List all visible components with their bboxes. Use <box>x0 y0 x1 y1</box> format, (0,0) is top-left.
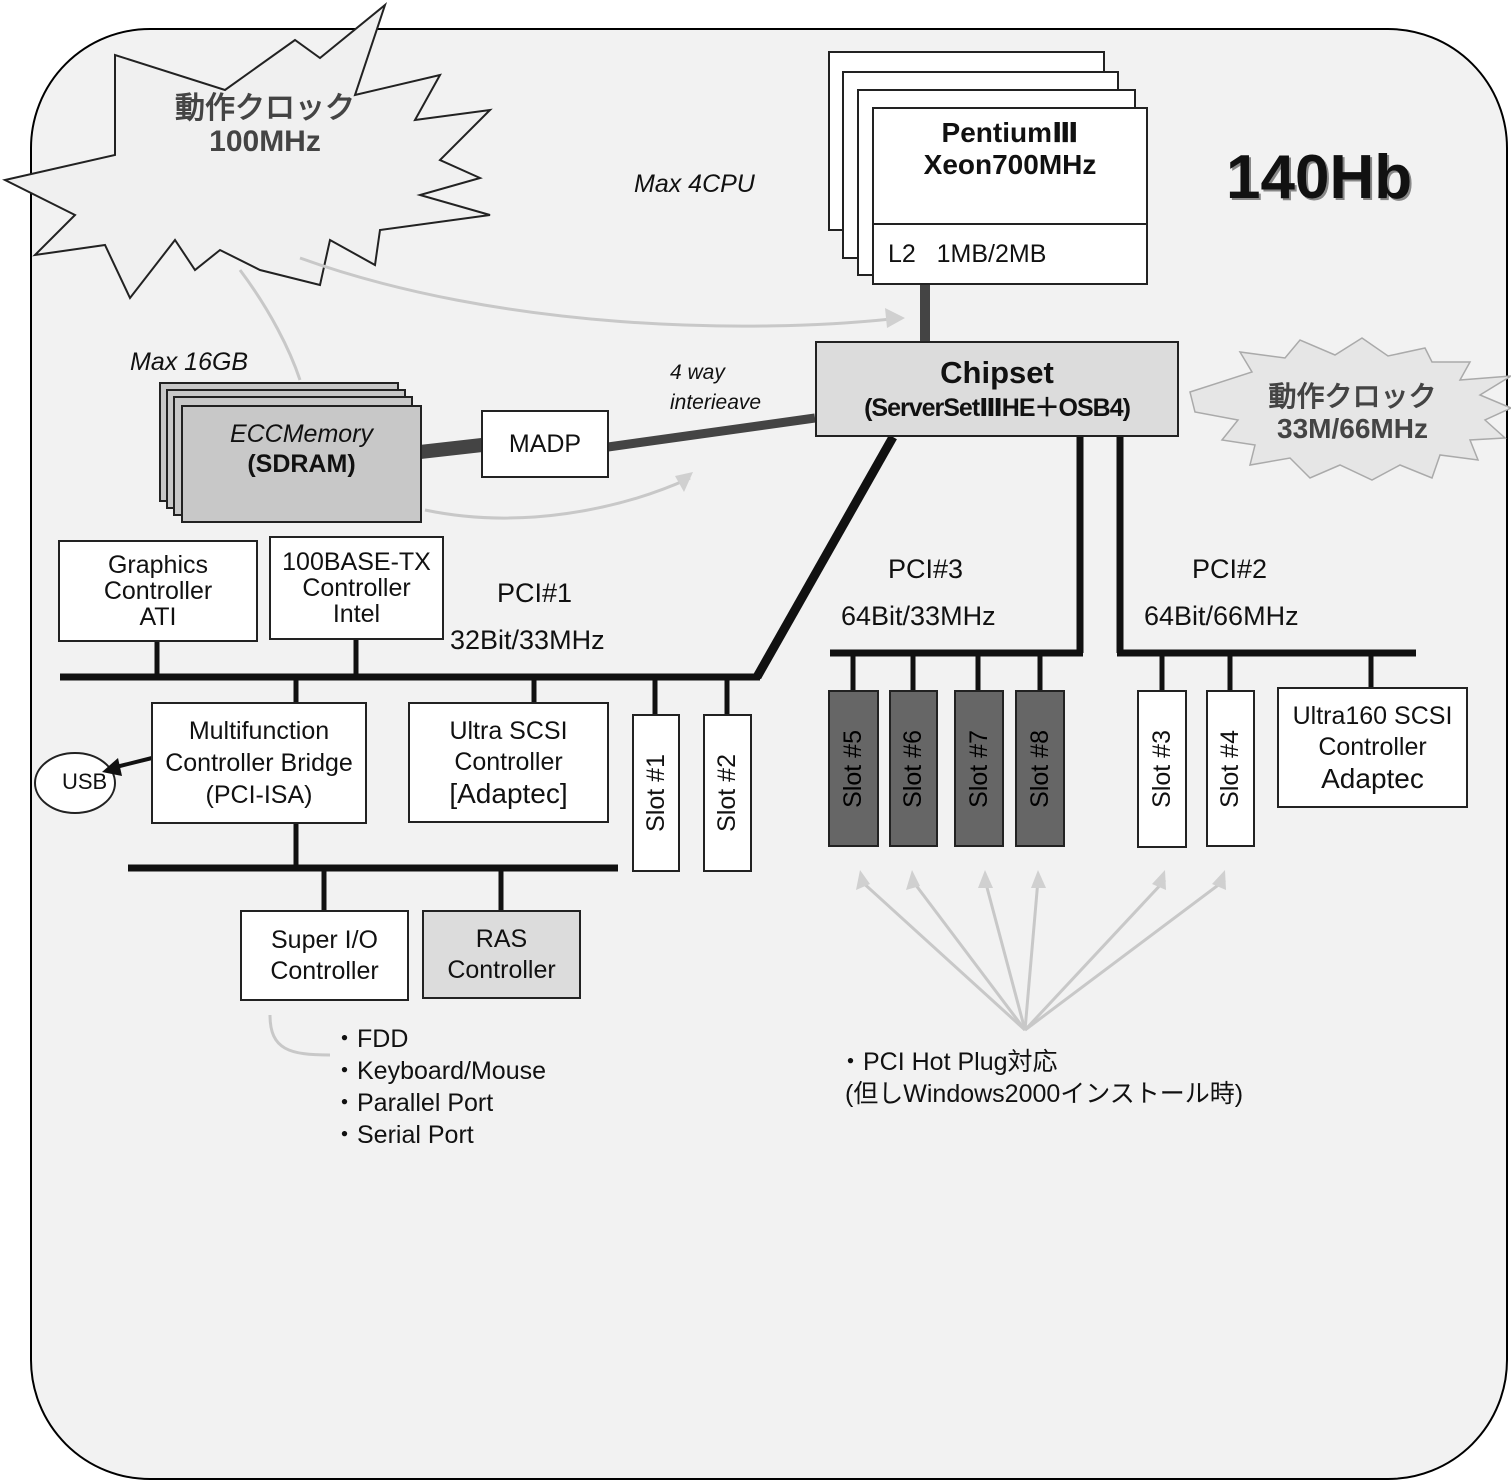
clock-label-left: 動作クロック 100MHz <box>170 92 360 158</box>
usb-ellipse <box>34 752 116 814</box>
cpu-line1: PentiumⅢ <box>941 117 1079 148</box>
slot-5-label: Slot #5 <box>839 729 867 808</box>
pci2-name: PCI#2 <box>1192 554 1268 584</box>
scsi1-line3: [Adaptec] <box>449 778 568 809</box>
mfc-line2: Controller Bridge <box>165 749 353 777</box>
slot-7-label: Slot #7 <box>964 729 993 808</box>
scsi1-line2: Controller <box>454 748 563 776</box>
ultra-scsi-controller-box: Ultra SCSI Controller [Adaptec] <box>408 702 609 823</box>
cpu-cache: L2 1MB/2MB <box>888 240 1047 268</box>
chipset-box: Chipset (ServerSetⅢHE＋OSB4) <box>815 341 1179 437</box>
chipset-subtitle: (ServerSetⅢHE＋OSB4) <box>864 394 1131 422</box>
hotplug-line1: ・PCI Hot Plug対応 <box>838 1048 1058 1076</box>
graphics-line3: ATI <box>139 603 177 631</box>
pci-slot-6[interactable]: Slot #6 <box>889 690 938 847</box>
clock-right-line1: 動作クロック <box>1268 381 1437 412</box>
slot-8-label: Slot #8 <box>1025 729 1054 808</box>
io-item-keyboard-mouse: ・Keyboard/Mouse <box>332 1057 547 1085</box>
io-item-fdd: ・FDD <box>332 1025 409 1053</box>
lan-line1: 100BASE-TX <box>282 548 431 576</box>
ras-line2: Controller <box>447 955 556 984</box>
faint-arrowheads <box>675 308 1226 890</box>
scsi2-line3: Adaptec <box>1321 763 1424 794</box>
pci-slot-4[interactable]: Slot #4 <box>1206 690 1255 847</box>
memory-max-label: Max 16GB <box>130 348 249 376</box>
memory-box: ECCMemory (SDRAM) <box>181 405 422 523</box>
ultra160-scsi-controller-box: Ultra160 SCSI Controller Adaptec <box>1277 687 1468 808</box>
hotplug-line2: (但しWindows2000インストール時) <box>838 1080 1244 1108</box>
io-item-parallel-port: ・Parallel Port <box>332 1089 494 1117</box>
chipset-title: Chipset <box>940 355 1054 390</box>
graphics-line1: Graphics <box>107 551 209 579</box>
pci-slot-7[interactable]: Slot #7 <box>954 690 1004 847</box>
pci2-spec: 64Bit/66MHz <box>1144 601 1299 631</box>
pci3-spec: 64Bit/33MHz <box>841 601 996 631</box>
model-title: 140Hb <box>1226 143 1413 212</box>
pci-slot-3[interactable]: Slot #3 <box>1137 690 1187 848</box>
multifunction-bridge-box: Multifunction Controller Bridge (PCI-ISA… <box>151 702 367 824</box>
clock-burst-right <box>1189 337 1511 481</box>
clock-right-line2: 33M/66MHz <box>1277 413 1428 444</box>
slot-4-label: Slot #4 <box>1216 729 1244 808</box>
slot-6-label: Slot #6 <box>899 729 927 808</box>
lan-line2: Controller <box>302 574 411 602</box>
cpu-cache-box: L2 1MB/2MB <box>872 223 1148 285</box>
interleave-label: 4 way interieave <box>670 358 761 418</box>
interleave-line1: 4 way <box>670 361 725 384</box>
clock-burst-left <box>2 2 493 300</box>
cpu-max-label: Max 4CPU <box>634 170 755 198</box>
lan-controller-box: 100BASE-TX Controller Intel <box>269 536 444 640</box>
io-device-list: ・FDD ・Keyboard/Mouse ・Parallel Port ・Ser… <box>332 1023 546 1151</box>
pci-slot-8[interactable]: Slot #8 <box>1015 690 1065 847</box>
scsi1-line1: Ultra SCSI <box>449 717 568 745</box>
superio-line1: Super I/O <box>271 925 378 954</box>
memory-line2: (SDRAM) <box>247 450 356 478</box>
madp-label: MADP <box>508 430 582 458</box>
madp-box: MADP <box>481 410 609 478</box>
pci3-name: PCI#3 <box>888 554 964 584</box>
lan-line3: Intel <box>332 600 381 628</box>
flow-arrows-faint <box>238 256 1226 1057</box>
io-item-serial-port: ・Serial Port <box>332 1121 474 1149</box>
graphics-line2: Controller <box>103 577 213 605</box>
mfc-line3: (PCI-ISA) <box>205 781 313 809</box>
hot-plug-note: ・PCI Hot Plug対応 (但しWindows2000インストール時) <box>838 1046 1243 1110</box>
slot-3-label: Slot #3 <box>1147 730 1176 808</box>
clock-left-line2: 100MHz <box>209 125 321 158</box>
cpu-box: PentiumⅢ Xeon700MHz <box>872 107 1148 225</box>
pci-slot-2[interactable]: Slot #2 <box>703 714 752 872</box>
pci1-name: PCI#1 <box>497 578 573 608</box>
pci-slot-1[interactable]: Slot #1 <box>632 714 680 872</box>
slot-1-label: Slot #1 <box>641 754 670 832</box>
bus-drops <box>154 640 1374 910</box>
ras-controller-box: RAS Controller <box>422 910 581 999</box>
clock-label-right: 動作クロック 33M/66MHz <box>1245 381 1460 445</box>
cpu-line2: Xeon700MHz <box>923 149 1097 180</box>
clock-left-line1: 動作クロック <box>175 92 355 125</box>
pci-slot-5[interactable]: Slot #5 <box>828 690 879 847</box>
scsi2-line1: Ultra160 SCSI <box>1292 702 1453 730</box>
ras-line1: RAS <box>475 924 528 953</box>
interleave-line2: interieave <box>670 391 762 414</box>
graphics-controller-box: Graphics Controller ATI <box>58 540 258 642</box>
slot-2-label: Slot #2 <box>713 754 741 832</box>
scsi2-line2: Controller <box>1318 733 1427 761</box>
mfc-line1: Multifunction <box>188 717 330 745</box>
superio-line2: Controller <box>270 956 379 985</box>
super-io-controller-box: Super I/O Controller <box>240 910 409 1001</box>
memory-line1: ECCMemory <box>229 420 374 448</box>
pci1-spec: 32Bit/33MHz <box>450 625 605 655</box>
usb-label: USB <box>62 769 108 794</box>
